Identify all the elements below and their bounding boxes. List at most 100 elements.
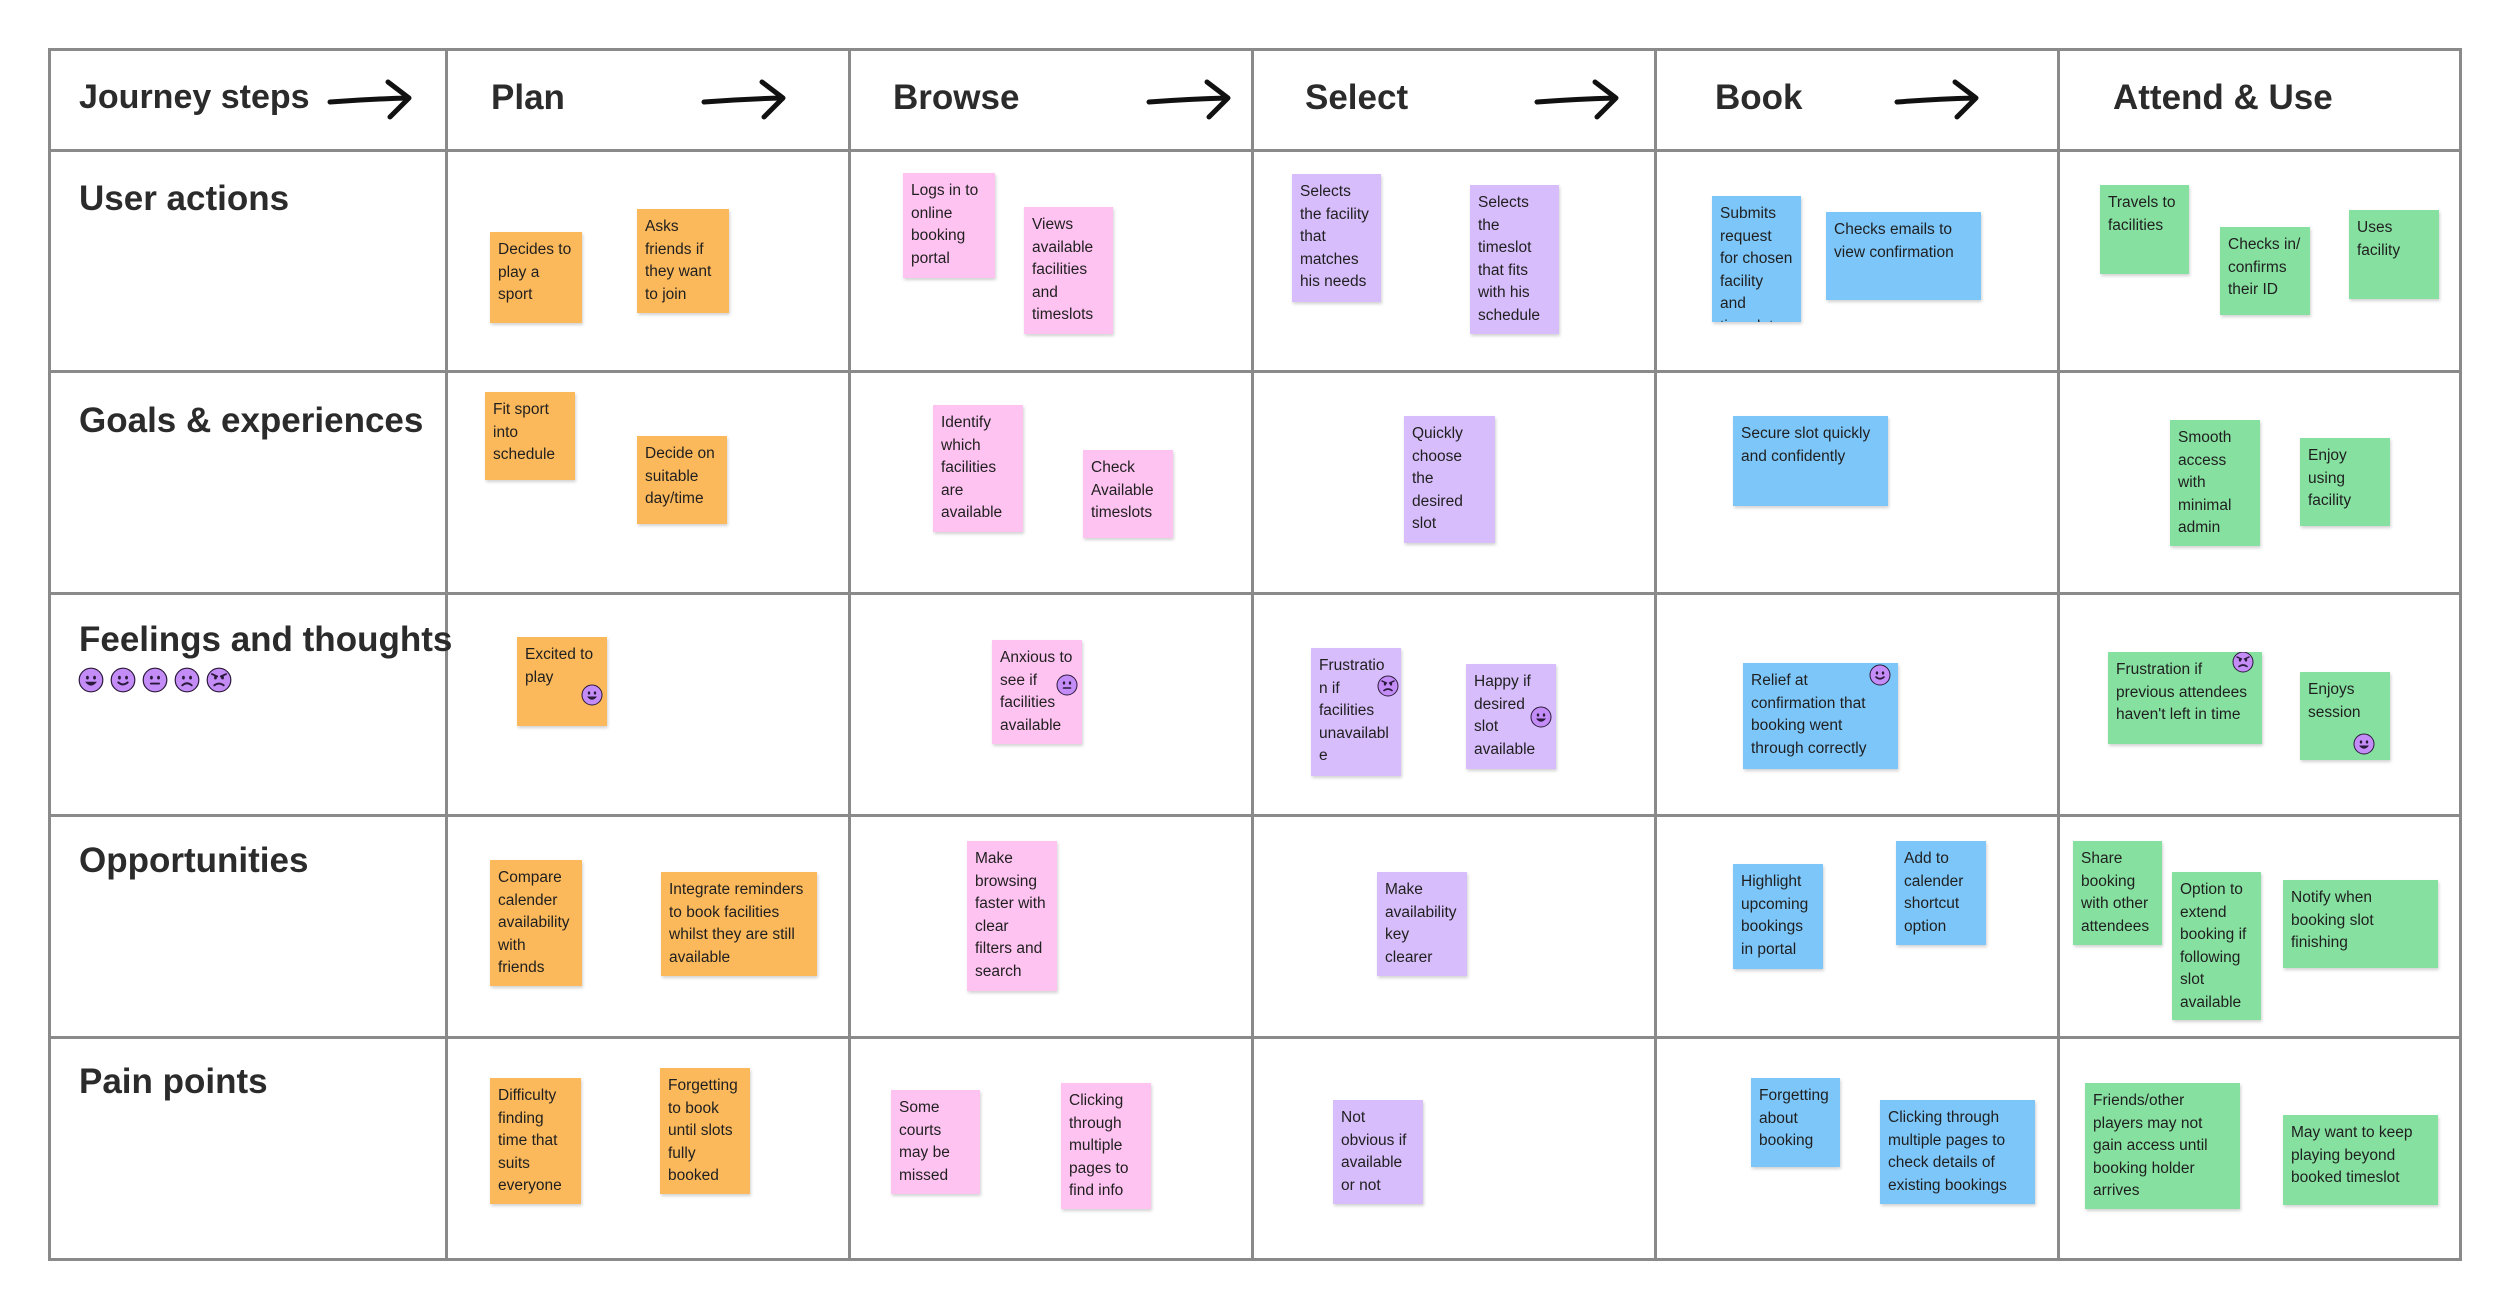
sticky-note[interactable]: Friends/other players may not gain acces… xyxy=(2085,1083,2240,1209)
note-text: Logs in to online booking portal xyxy=(911,182,979,267)
sticky-note[interactable]: Highlight upcoming bookings in portal xyxy=(1733,864,1823,969)
sticky-note[interactable]: Views available facilities and timeslots xyxy=(1024,207,1113,334)
neutral-face-icon xyxy=(1056,674,1078,696)
stage-plan-header: Plan xyxy=(491,78,565,117)
angry-face-icon xyxy=(206,667,232,698)
sticky-note[interactable]: Enjoy using facility xyxy=(2300,438,2390,526)
sticky-note[interactable]: Some courts may be missed xyxy=(891,1090,980,1194)
very-happy-face-icon xyxy=(2353,733,2375,755)
note-text: Checks emails to view confirmation xyxy=(1834,221,1954,261)
sticky-note[interactable]: Clicking through multiple pages to find … xyxy=(1061,1083,1151,1209)
sticky-note[interactable]: Difficulty finding time that suits every… xyxy=(490,1078,581,1204)
note-text: Add to calender shortcut option xyxy=(1904,850,1964,935)
sticky-note[interactable]: Checks in/ confirms their ID xyxy=(2220,227,2310,315)
row-label-opportunities: Opportunities xyxy=(79,841,309,880)
sticky-note[interactable]: Secure slot quickly and confidently xyxy=(1733,416,1888,506)
sticky-note[interactable]: Not obvious if available or not xyxy=(1333,1100,1423,1204)
sticky-note[interactable]: Notify when booking slot finishing xyxy=(2283,880,2438,968)
grid-row-divider xyxy=(48,592,2462,595)
sticky-note[interactable]: Asks friends if they want to join xyxy=(637,209,729,313)
note-text: Quickly choose the desired slot xyxy=(1412,425,1463,532)
note-text: Asks friends if they want to join xyxy=(645,218,712,303)
arrow-right-icon xyxy=(327,79,412,120)
sticky-note[interactable]: Selects the facility that matches his ne… xyxy=(1292,174,1381,302)
grid-row-divider xyxy=(48,370,2462,373)
grid-row-divider xyxy=(48,149,2462,152)
sticky-note[interactable]: Happy if desired slot available xyxy=(1466,664,1556,769)
note-text: Difficulty finding time that suits every… xyxy=(498,1087,562,1194)
sticky-note[interactable]: Identify which facilities are available xyxy=(933,405,1023,532)
note-text: Option to extend booking if following sl… xyxy=(2180,881,2247,1011)
row-label-user-actions: User actions xyxy=(79,179,290,218)
sticky-note[interactable]: Frustration if facilities unavailable xyxy=(1311,648,1401,776)
angry-face-icon xyxy=(2232,652,2254,673)
stage-browse-header: Browse xyxy=(893,78,1020,117)
sticky-note[interactable]: Anxious to see if facilities available xyxy=(992,640,1082,744)
sticky-note[interactable]: Submits request for chosen facility and … xyxy=(1712,196,1801,322)
sticky-note[interactable]: Frustration if previous attendees haven'… xyxy=(2108,652,2262,744)
sticky-note[interactable]: Travels to facilities xyxy=(2100,185,2189,274)
note-text: Uses facility xyxy=(2357,219,2401,259)
sticky-note[interactable]: May want to keep playing beyond booked t… xyxy=(2283,1115,2438,1205)
very-happy-face-icon xyxy=(78,667,104,698)
sticky-note[interactable]: Checks emails to view confirmation xyxy=(1826,212,1981,300)
note-text: Clicking through multiple pages to find … xyxy=(1069,1092,1129,1199)
very-happy-face-icon xyxy=(581,684,603,706)
note-text: Anxious to see if facilities available xyxy=(1000,649,1073,734)
stage-select-header: Select xyxy=(1305,78,1409,117)
grid-row-divider xyxy=(48,1036,2462,1039)
neutral-face-icon xyxy=(142,667,168,698)
note-text: Happy if desired slot available xyxy=(1474,673,1536,758)
sticky-note[interactable]: Share booking with other attendees xyxy=(2073,841,2162,945)
sticky-note[interactable]: Add to calender shortcut option xyxy=(1896,841,1986,945)
sticky-note[interactable]: Smooth access with minimal admin xyxy=(2170,420,2260,546)
sticky-note[interactable]: Decides to play a sport xyxy=(490,232,582,323)
sticky-note[interactable]: Decide on suitable day/time xyxy=(637,436,727,524)
sticky-note[interactable]: Uses facility xyxy=(2349,210,2439,299)
note-text: Submits request for chosen facility and … xyxy=(1720,205,1793,322)
note-text: Forgetting to book until slots fully boo… xyxy=(668,1077,738,1184)
note-text: Highlight upcoming bookings in portal xyxy=(1741,873,1809,958)
grid-top-border xyxy=(48,48,2462,51)
note-text: Share booking with other attendees xyxy=(2081,850,2150,935)
note-text: Enjoy using facility xyxy=(2308,447,2352,509)
note-text: Not obvious if available or not xyxy=(1341,1109,1407,1194)
sticky-note[interactable]: Make availability key clearer xyxy=(1377,872,1467,976)
sticky-note[interactable]: Forgetting to book until slots fully boo… xyxy=(660,1068,750,1194)
journey-steps-header: Journey steps xyxy=(79,78,310,116)
sticky-note[interactable]: Option to extend booking if following sl… xyxy=(2172,872,2261,1020)
grid-col-divider xyxy=(848,48,851,1261)
row-label-pain-points: Pain points xyxy=(79,1062,268,1101)
sticky-note[interactable]: Forgetting about booking xyxy=(1751,1078,1840,1167)
grid-right-border xyxy=(2459,48,2462,1261)
note-text: Frustration if previous attendees haven'… xyxy=(2116,661,2247,723)
note-text: Fit sport into schedule xyxy=(493,401,556,463)
sticky-note[interactable]: Selects the timeslot that fits with his … xyxy=(1470,185,1559,334)
note-text: Decides to play a sport xyxy=(498,241,572,303)
sticky-note[interactable]: Quickly choose the desired slot xyxy=(1404,416,1495,543)
sticky-note[interactable]: Make browsing faster with clear filters … xyxy=(967,841,1057,991)
sticky-note[interactable]: Logs in to online booking portal xyxy=(903,173,995,278)
note-text: Identify which facilities are available xyxy=(941,414,1003,521)
arrow-right-icon xyxy=(1534,79,1619,120)
grid-col-divider xyxy=(1654,48,1657,1261)
note-text: Decide on suitable day/time xyxy=(645,445,715,507)
sticky-note[interactable]: Integrate reminders to book facilities w… xyxy=(661,872,817,976)
sticky-note[interactable]: Clicking through multiple pages to check… xyxy=(1880,1100,2035,1204)
note-text: Checks in/ confirms their ID xyxy=(2228,236,2301,298)
sticky-note[interactable]: Fit sport into schedule xyxy=(485,392,575,480)
note-text: Make browsing faster with clear filters … xyxy=(975,850,1046,980)
angry-face-icon xyxy=(1377,675,1399,697)
sticky-note[interactable]: Enjoys session xyxy=(2300,672,2390,760)
arrow-right-icon xyxy=(701,79,786,120)
sticky-note[interactable]: Excited to play xyxy=(517,637,607,726)
note-text: Some courts may be missed xyxy=(899,1099,950,1184)
note-text: Excited to play xyxy=(525,646,594,686)
stage-attend-use-header: Attend & Use xyxy=(2113,78,2333,117)
note-text: Travels to facilities xyxy=(2108,194,2176,234)
grid-col-divider xyxy=(445,48,448,1261)
sticky-note[interactable]: Relief at confirmation that booking went… xyxy=(1743,663,1898,769)
note-text: May want to keep playing beyond booked t… xyxy=(2291,1124,2413,1186)
sticky-note[interactable]: Check Available timeslots xyxy=(1083,450,1173,538)
sticky-note[interactable]: Compare calender availability with frien… xyxy=(490,860,582,986)
